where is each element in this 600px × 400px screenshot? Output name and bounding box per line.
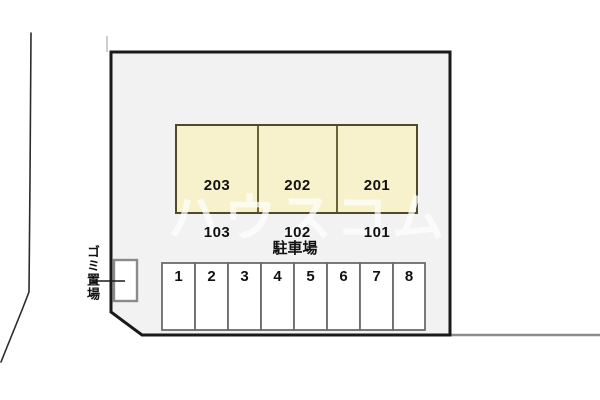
building-unit-label-1: 203 103 (176, 146, 258, 272)
parking-stall-number-5: 5 (306, 268, 315, 285)
parking-area-title: 駐車場 (272, 240, 318, 257)
parking-stall-number-6: 6 (339, 268, 348, 285)
parking-stall-7[interactable] (359, 262, 394, 331)
parking-stall-number-3: 3 (240, 268, 249, 285)
building-unit-label-2: 202 102 (258, 146, 337, 272)
parking-stall-1[interactable] (161, 262, 196, 331)
unit-lower-number-3: 101 (363, 223, 391, 241)
building-unit-label-3: 201 101 (337, 146, 417, 272)
unit-lower-number-1: 103 (203, 223, 231, 241)
garbage-area-label: ゴミ置場 (85, 245, 100, 301)
building-block (175, 124, 418, 214)
unit-lower-number-2: 102 (284, 223, 311, 241)
parking-stall-number-8: 8 (404, 268, 414, 285)
unit-upper-number-1: 203 (203, 176, 231, 194)
parking-stall-number-7: 7 (372, 268, 381, 285)
road-boundary-line (0, 32, 32, 363)
unit-upper-number-3: 201 (363, 176, 391, 194)
parking-stall-5[interactable] (293, 262, 328, 331)
parking-stall-number-2: 2 (207, 268, 216, 285)
parking-stall-3[interactable] (227, 262, 262, 331)
parking-stall-group (161, 262, 426, 331)
parking-stall-2[interactable] (194, 262, 229, 331)
parking-stall-number-1: 1 (174, 268, 183, 285)
parking-stall-number-4: 4 (273, 268, 282, 285)
parking-stall-8[interactable] (392, 262, 426, 331)
unit-upper-number-2: 202 (284, 176, 311, 194)
